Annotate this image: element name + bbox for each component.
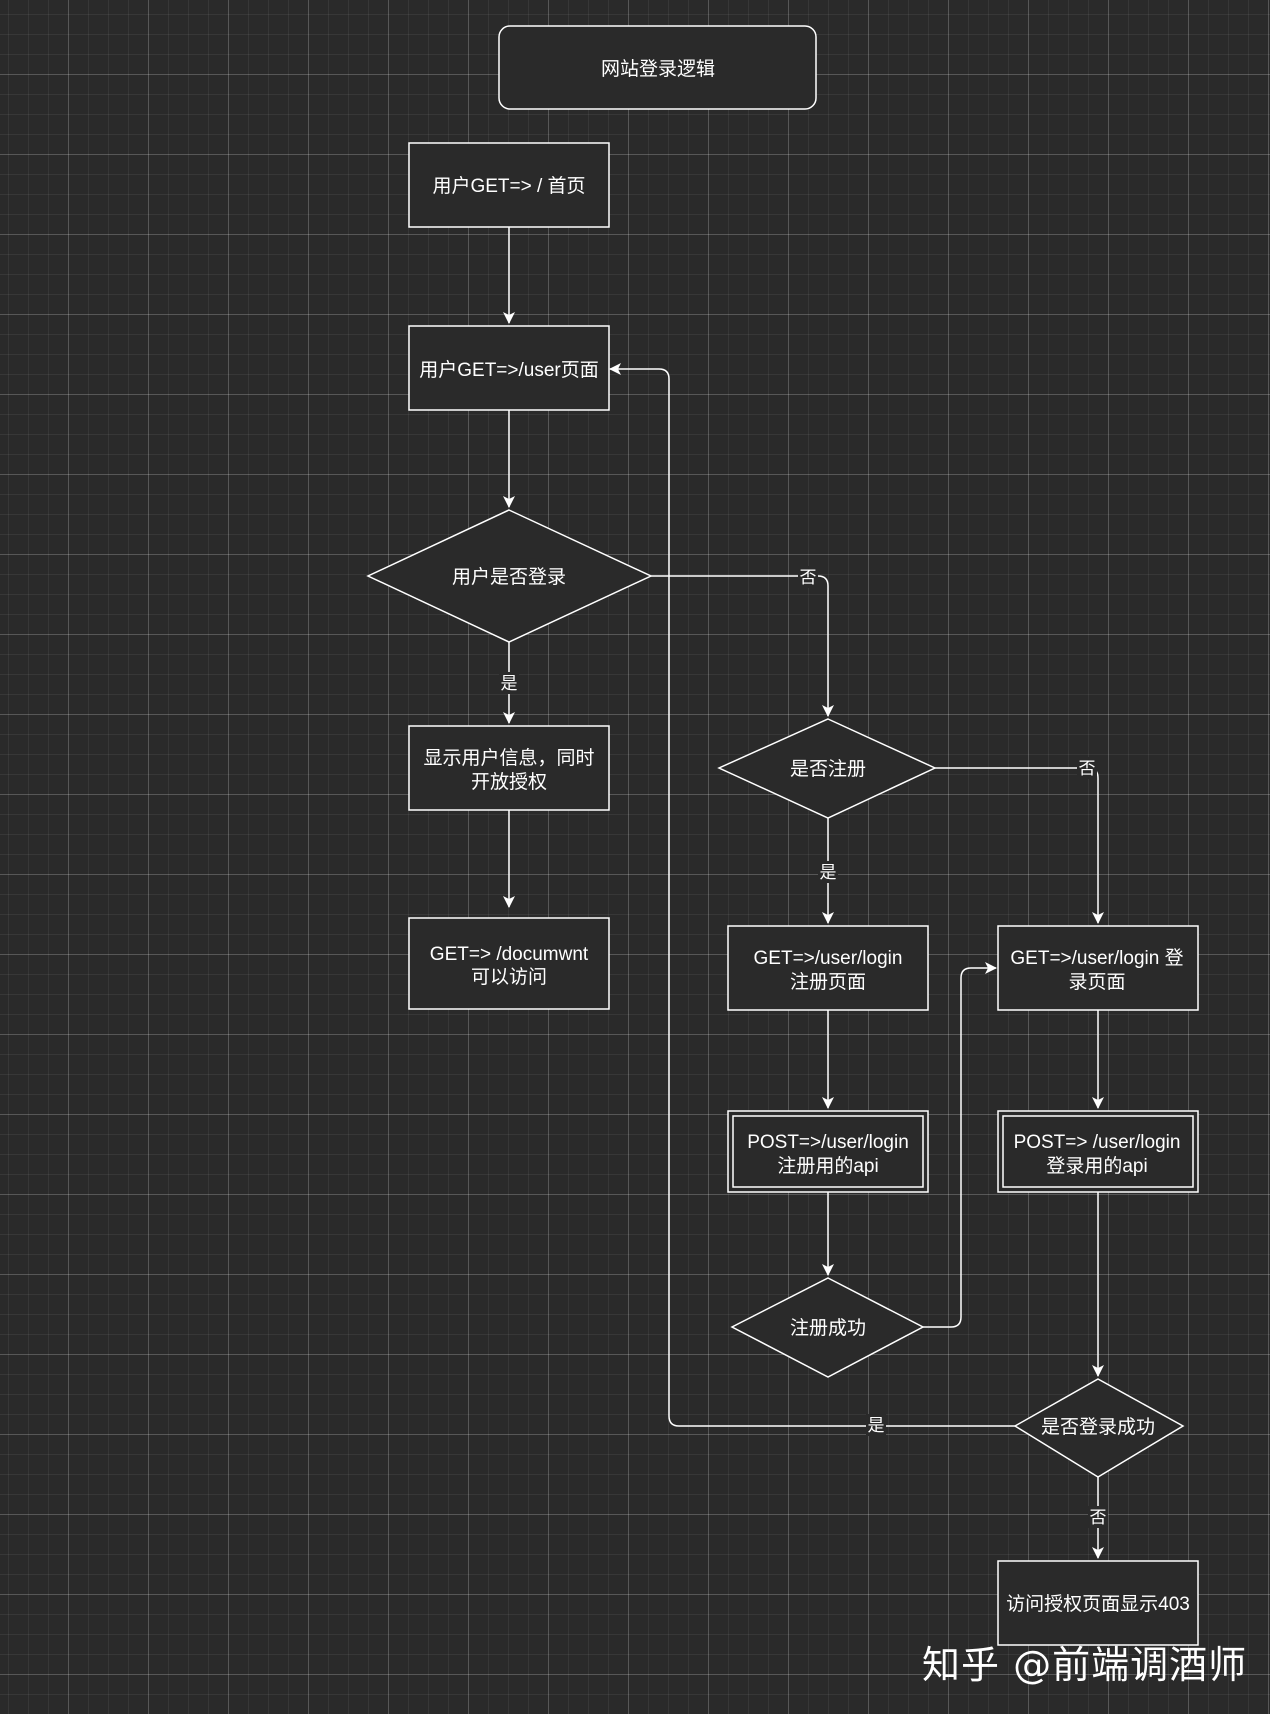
node-login-page (997, 925, 1199, 1011)
node-show-info (408, 725, 610, 811)
watermark: 知乎 @前端调酒师 (922, 1643, 1248, 1687)
edge-label-login-success-no: 否 (1090, 1508, 1107, 1527)
node-show-info-line2: 开放授权 (471, 771, 547, 793)
node-register-success-label: 注册成功 (790, 1317, 866, 1339)
node-get-document-line1: GET=> /documwnt (430, 944, 589, 965)
node-get-document (408, 917, 610, 1010)
node-is-registered (717, 718, 937, 819)
node-register-api-line1: POST=>/user/login (747, 1132, 909, 1153)
edge-label-registered-no: 否 (1079, 759, 1096, 778)
edge-label-logged-yes: 是 (501, 674, 518, 693)
node-get-user-line1: 用户GET=>/user页面 (419, 359, 599, 381)
node-login-page-line2: 录页面 (1068, 972, 1125, 993)
edge-label-logged-no: 否 (800, 568, 817, 587)
node-register-success (730, 1277, 925, 1378)
edge-label-registered-yes: 是 (820, 863, 837, 882)
node-is-logged-in (366, 509, 653, 643)
node-register-page-line2: 注册页面 (790, 971, 866, 993)
node-show-403 (997, 1560, 1199, 1646)
node-get-document-line2: 可以访问 (471, 966, 547, 988)
node-register-api-line2: 注册用的api (777, 1155, 878, 1177)
edge-label-login-success-yes: 是 (868, 1416, 885, 1435)
diagram-title: 网站登录逻辑 (601, 58, 715, 80)
node-login-api (997, 1110, 1199, 1193)
node-get-home (408, 142, 610, 228)
node-is-logged-in-label: 用户是否登录 (452, 566, 566, 588)
edge-login-success-yes (609, 363, 1015, 1427)
node-show-403-label: 访问授权页面显示403 (1006, 1593, 1190, 1615)
node-login-page-line1: GET=>/user/login 登 (1010, 947, 1183, 969)
edge-registered-no (935, 767, 1104, 924)
node-login-api-line2: 登录用的api (1046, 1155, 1147, 1177)
edge-register-success-to-login (923, 962, 997, 1328)
node-is-registered-label: 是否注册 (790, 758, 866, 780)
title-box (498, 25, 817, 110)
node-login-success-label: 是否登录成功 (1041, 1416, 1155, 1438)
node-login-api-line1: POST=> /user/login (1014, 1132, 1181, 1153)
edge-logged-no (651, 575, 834, 717)
node-register-page (727, 925, 929, 1011)
node-show-info-line1: 显示用户信息，同时 (423, 747, 594, 769)
node-login-success (1013, 1378, 1185, 1478)
node-get-user (408, 325, 610, 411)
node-register-page-line1: GET=>/user/login (754, 948, 903, 969)
node-get-home-line1: 用户GET=> / 首页 (432, 175, 585, 197)
node-register-api (727, 1110, 929, 1193)
